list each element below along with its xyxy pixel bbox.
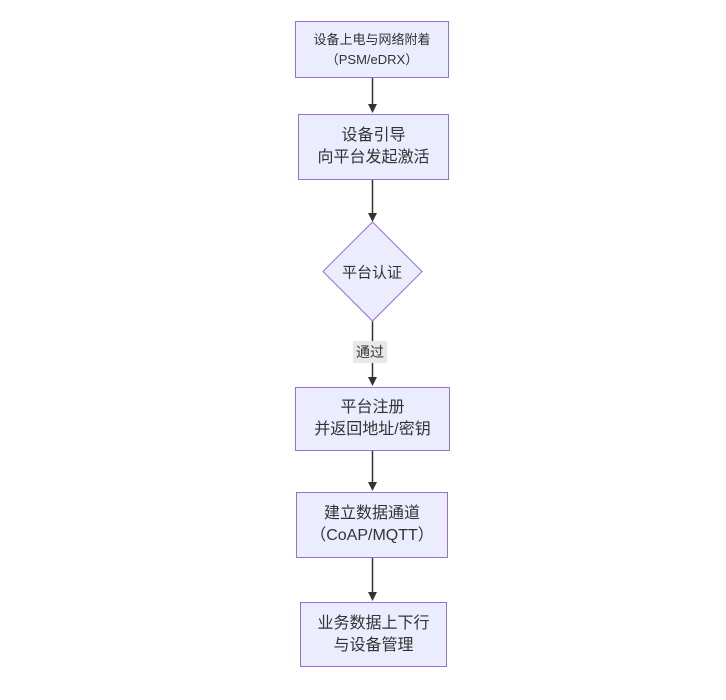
edge-label-pass: 通过 bbox=[353, 341, 387, 363]
node-label-line: 与设备管理 bbox=[333, 636, 414, 654]
node-label-line: 平台注册 bbox=[340, 399, 405, 416]
node-business-data: 业务数据上下行 与设备管理 bbox=[300, 602, 447, 667]
node-device-bootstrap: 设备引导 向平台发起激活 bbox=[298, 114, 449, 180]
node-platform-register: 平台注册 并返回地址/密钥 bbox=[295, 387, 450, 451]
node-label-line: 并返回地址/密钥 bbox=[314, 421, 431, 438]
node-label-line: 设备上电与网络附着 bbox=[313, 31, 431, 47]
node-label-line: 设备引导 bbox=[341, 127, 406, 144]
node-data-channel: 建立数据通道 （CoAP/MQTT） bbox=[296, 492, 448, 558]
node-label-line: 向平台发起激活 bbox=[317, 149, 430, 166]
node-label-line: 建立数据通道 bbox=[323, 505, 420, 522]
node-device-power-attach: 设备上电与网络附着 （PSM/eDRX） bbox=[295, 21, 449, 78]
node-label-line: （CoAP/MQTT） bbox=[310, 527, 434, 544]
decision-platform-auth-label: 平台认证 bbox=[341, 264, 403, 282]
node-label-line: 业务数据上下行 bbox=[317, 614, 430, 632]
node-label-line: （PSM/eDRX） bbox=[325, 51, 419, 67]
